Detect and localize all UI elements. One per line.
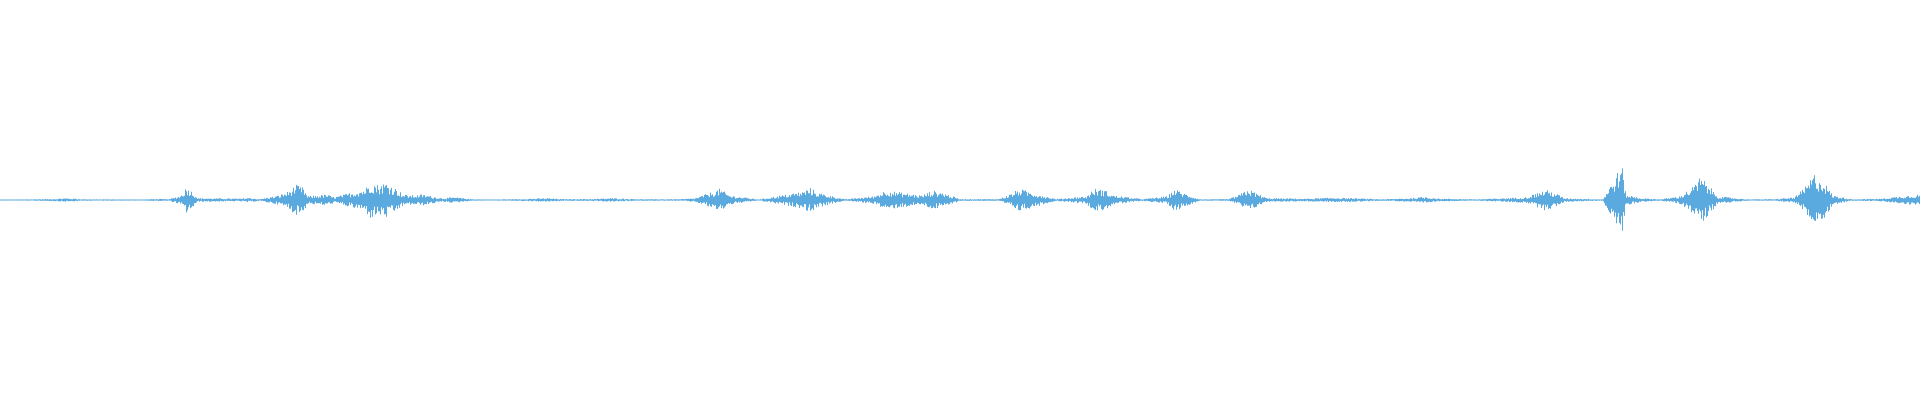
waveform-path	[0, 168, 1920, 231]
waveform-bars	[0, 168, 1920, 231]
